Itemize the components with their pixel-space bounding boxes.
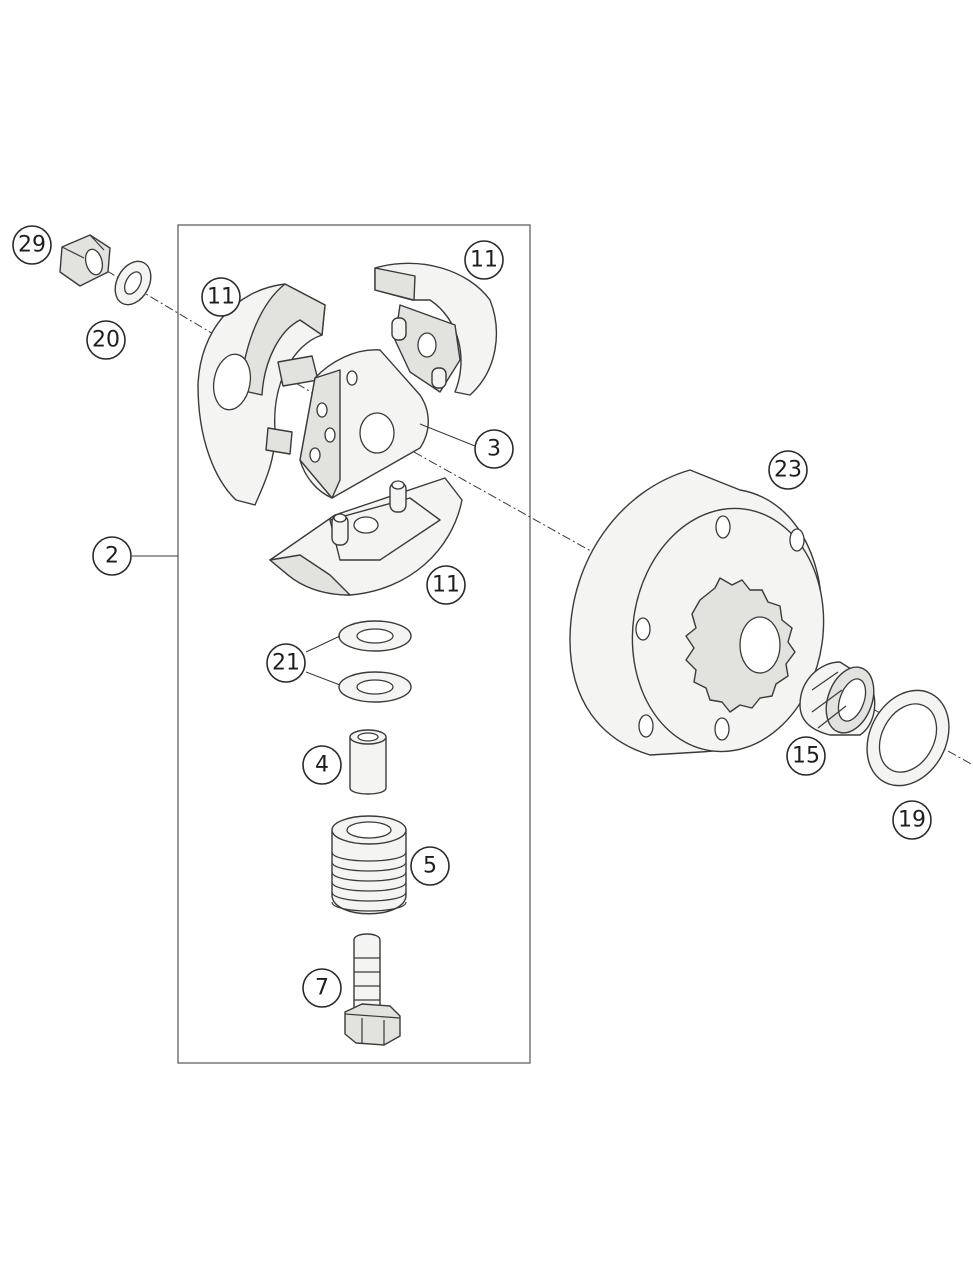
callout-2: 2 <box>92 536 132 576</box>
svg-text:7: 7 <box>315 976 329 1001</box>
callout-7: 7 <box>302 968 342 1008</box>
svg-text:3: 3 <box>487 437 501 462</box>
svg-text:19: 19 <box>898 808 926 833</box>
svg-text:11: 11 <box>470 248 498 273</box>
svg-text:5: 5 <box>423 854 437 879</box>
leader-21b <box>305 671 341 686</box>
svg-text:29: 29 <box>18 233 46 258</box>
callout-19: 19 <box>892 800 932 840</box>
svg-text:23: 23 <box>774 458 802 483</box>
svg-text:20: 20 <box>92 328 120 353</box>
callout-29: 29 <box>12 225 52 265</box>
callout-11-bottom: 11 <box>426 565 466 605</box>
sleeve-4 <box>349 729 387 795</box>
washer-20 <box>114 260 152 306</box>
svg-text:4: 4 <box>315 753 329 778</box>
callout-21: 21 <box>266 643 306 683</box>
callout-5: 5 <box>410 846 450 886</box>
nut-29 <box>59 234 111 287</box>
thrust-washer-19 <box>866 689 950 787</box>
leader-21a <box>305 635 341 653</box>
callout-11-top: 11 <box>464 240 504 280</box>
clutch-drum-23 <box>569 469 825 756</box>
clutch-shoe-11-top <box>374 262 498 396</box>
svg-text:21: 21 <box>272 651 300 676</box>
callout-4: 4 <box>302 745 342 785</box>
svg-text:15: 15 <box>792 744 820 769</box>
clutch-shoe-11-bottom <box>269 477 463 596</box>
callout-20: 20 <box>86 320 126 360</box>
callout-11-left: 11 <box>201 277 241 317</box>
leader-3 <box>419 423 476 447</box>
assembly-frame <box>177 224 531 1064</box>
svg-text:2: 2 <box>105 544 119 569</box>
callout-15: 15 <box>786 736 826 776</box>
shoe-carrier-3 <box>299 349 429 499</box>
spring-5 <box>331 815 407 915</box>
callout-3: 3 <box>474 429 514 469</box>
washers-21 <box>338 620 412 703</box>
bolt-7 <box>344 933 401 1046</box>
callout-23: 23 <box>768 450 808 490</box>
svg-text:11: 11 <box>432 573 460 598</box>
needle-bearing-15 <box>799 661 876 736</box>
svg-text:11: 11 <box>207 285 235 310</box>
